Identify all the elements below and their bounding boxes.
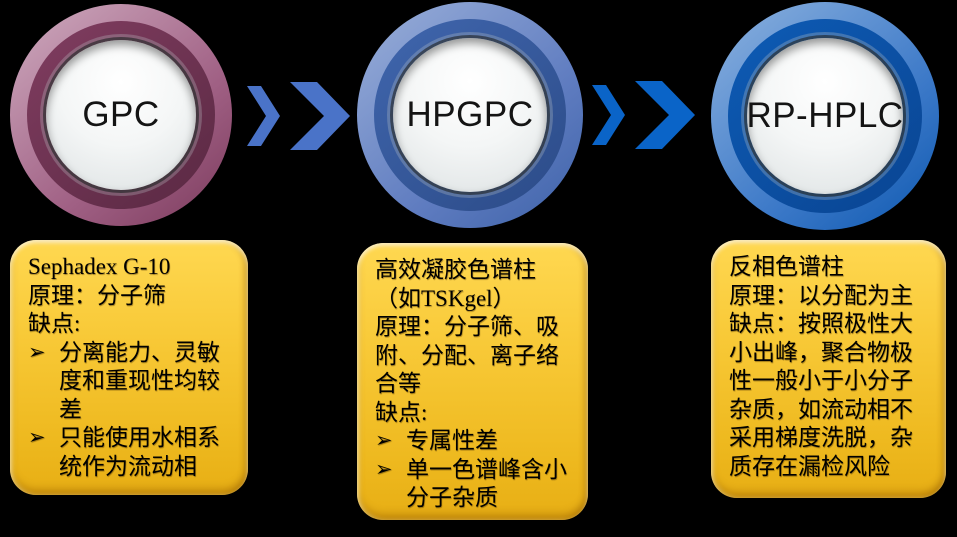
stage-label: GPC [82, 95, 160, 134]
bullet-arrow-icon: ➢ [375, 456, 393, 481]
stage-circle-rp-hplc: RP-HPLC [711, 2, 939, 230]
bullet-arrow-icon: ➢ [375, 428, 393, 453]
note-bullet-item: ➢ 分离能力、灵敏度和重现性均较差 [28, 339, 234, 425]
note-box-hpgpc: 高效凝胶色谱柱（如TSKgel）原理：分子筛、吸附、分配、离子络合等缺点: ➢ 专属… [357, 243, 588, 520]
note-text-line: Sephadex G-10 [28, 254, 171, 279]
circle-face: RP-HPLC [746, 38, 904, 194]
circle-face: HPGPC [393, 38, 547, 192]
bullet-arrow-icon: ➢ [28, 339, 46, 364]
note-line-text: 单一色谱峰含小分子杂质 [406, 456, 567, 511]
note-text-line: 原理：分子筛、吸附、分配、离子络合等 [375, 314, 559, 397]
stage-label: RP-HPLC [746, 96, 904, 135]
note-text-line: 原理：以分配为主 [729, 282, 913, 308]
note-bullet-item: ➢ 单一色谱峰含小分子杂质 [375, 456, 574, 513]
note-text-line: 缺点: [28, 311, 81, 337]
note-text-line: 缺点：按照极性大小出峰，聚合物极性一般小于小分子杂质，如流动相不采用梯度洗脱，杂… [729, 311, 913, 479]
note-line-text: 专属性差 [406, 428, 498, 454]
note-bullet-item: ➢ 专属性差 [375, 427, 574, 456]
stage-label: HPGPC [406, 95, 534, 134]
note-box-rp-hplc: 反相色谱柱原理：以分配为主缺点：按照极性大小出峰，聚合物极性一般小于小分子杂质，… [711, 240, 946, 498]
note-text-line: 原理：分子筛 [28, 282, 166, 308]
note-text-line: 高效凝胶色谱柱（如TSKgel） [375, 257, 536, 311]
note-text-line: 缺点: [375, 399, 428, 425]
bullet-arrow-icon: ➢ [28, 425, 46, 450]
circle-face: GPC [45, 39, 197, 191]
stage-circle-hpgpc: HPGPC [357, 2, 583, 228]
double-chevron-arrow-icon [592, 81, 695, 149]
note-line-text: 只能使用水相系统作为流动相 [59, 425, 220, 479]
note-line-text: 分离能力、灵敏度和重现性均较差 [59, 339, 220, 422]
note-text-line: 反相色谱柱 [729, 254, 844, 279]
stage-circle-gpc: GPC [10, 4, 232, 226]
note-bullet-item: ➢ 只能使用水相系统作为流动相 [28, 424, 234, 481]
double-chevron-arrow-icon [247, 82, 350, 150]
